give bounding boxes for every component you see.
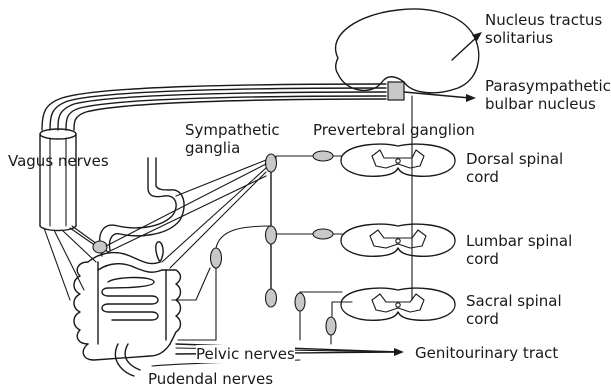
label-nucleus-tractus-solitarius: Nucleus tractus solitarius <box>485 11 602 47</box>
label-pelvic-nerves: Pelvic nerves <box>196 345 295 363</box>
label-sympathetic-ganglia: Sympathetic ganglia <box>185 121 280 157</box>
label-prevertebral-ganglion: Prevertebral ganglion <box>313 121 475 139</box>
sympathetic-fibres-to-gut <box>106 160 266 268</box>
sacral-spinal-cord <box>341 288 455 320</box>
celiac-ganglion <box>93 241 107 253</box>
lumbar-to-chain <box>216 226 342 248</box>
label-dorsal-spinal-cord: Dorsal spinal cord <box>466 150 563 186</box>
vagus-nerve-bundle <box>40 84 386 300</box>
label-parasympathetic-bulbar-nucleus: Parasympathetic bulbar nucleus <box>485 77 611 113</box>
arrow-parasympathetic <box>404 92 476 102</box>
colon <box>74 242 181 376</box>
label-lumbar-spinal-cord: Lumbar spinal cord <box>466 232 572 268</box>
sympathetic-ganglion-2 <box>266 226 277 244</box>
dorsal-spinal-cord <box>341 144 455 176</box>
dorsal-to-chain <box>276 151 342 161</box>
inferior-mesenteric-ganglion <box>172 248 222 340</box>
label-vagus-nerves: Vagus nerves <box>8 152 109 170</box>
sympathetic-ganglion-3 <box>266 289 277 307</box>
sacral-connections <box>295 292 352 344</box>
label-sacral-spinal-cord: Sacral spinal cord <box>466 292 562 328</box>
lumbar-spinal-cord <box>341 224 455 256</box>
brainstem <box>388 82 404 100</box>
label-genitourinary-tract: Genitourinary tract <box>415 344 558 362</box>
stomach <box>100 158 184 256</box>
brain <box>336 9 479 93</box>
label-pudendal-nerves: Pudendal nerves <box>148 370 273 388</box>
